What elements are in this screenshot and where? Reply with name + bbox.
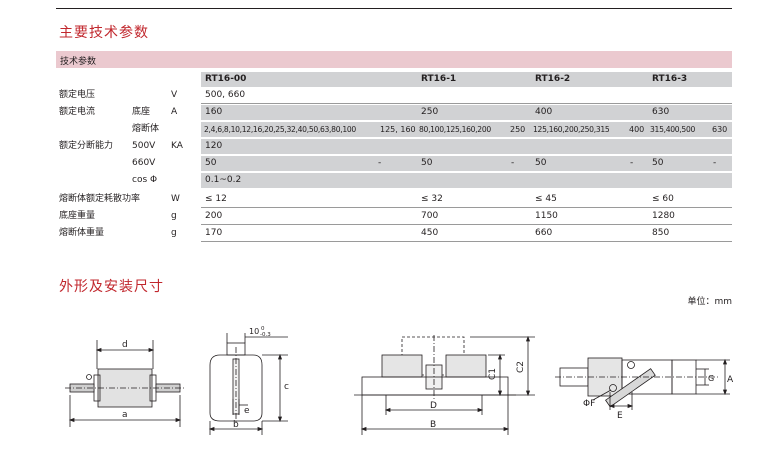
breaking-660v-rt16-1-dash: - [511, 158, 515, 168]
fuse-current-rt16-2-b: 400 [629, 125, 645, 134]
dim-label-B: B [430, 420, 436, 430]
dim-tol-down: -0.3 [260, 332, 271, 338]
header-rt16-1: RT16-1 [421, 74, 457, 84]
cos-value: 0.1~0.2 [205, 175, 242, 185]
fuse-current-rt16-00-a: 2,4,6,8,10,12,16,20,25,32,40,50,63,80,10… [204, 125, 356, 134]
fuse-weight-rt16-2: 660 [535, 228, 553, 238]
power-rt16-2: ≤ 45 [535, 194, 557, 204]
base-current-rt16-00: 160 [205, 107, 223, 117]
sub-label-660v: 660V [132, 158, 156, 168]
base-current-rt16-3: 630 [652, 107, 670, 117]
dim-label-phiF: ΦF [583, 399, 595, 409]
row-label-voltage: 额定电压 [59, 90, 96, 100]
breaking-660v-rt16-3-dash: - [713, 158, 717, 168]
unit-current: A [171, 107, 178, 117]
dim-label-G: G [708, 374, 714, 383]
drawing-fuse-side: d a [65, 340, 185, 427]
breaking-660v-rt16-1: 50 [421, 158, 433, 168]
param-band: 技术参数 [56, 51, 732, 68]
unit-note: 单位：mm [687, 297, 732, 307]
fuse-current-rt16-2-a: 125,160,200,250,315 [533, 125, 610, 134]
breaking-660v-rt16-00-dash: - [378, 158, 382, 168]
header-bg [201, 72, 732, 87]
breaking-500v-value: 120 [205, 141, 223, 151]
top-rule [56, 8, 732, 9]
fuse-current-rt16-1-b: 250 [510, 125, 526, 134]
dim-label-C1: C1 [488, 368, 498, 380]
power-rt16-3: ≤ 60 [652, 194, 674, 204]
row-label-base-weight: 底座重量 [59, 211, 96, 221]
breaking-660v-rt16-00: 50 [205, 158, 217, 168]
unit-power: W [171, 194, 180, 204]
unit-breaking: KA [171, 141, 183, 151]
header-rt16-3: RT16-3 [652, 74, 688, 84]
sub-label-fuse: 熔断体 [132, 124, 160, 134]
sub-label-cos: cos Φ [132, 175, 158, 185]
row-label-fuse-weight: 熔断体重量 [59, 228, 105, 238]
row-label-current: 额定电流 [59, 107, 96, 117]
param-band-label: 技术参数 [60, 57, 97, 67]
fuse-weight-rt16-1: 450 [421, 228, 439, 238]
dim-label-A: A [727, 375, 734, 385]
dim-tol-up: 0 [261, 326, 265, 332]
section-title-dims: 外形及安装尺寸 [59, 279, 164, 295]
breaking-660v-rt16-2: 50 [535, 158, 547, 168]
base-weight-rt16-2: 1150 [535, 211, 558, 221]
breaking-660v-rt16-2-dash: - [630, 158, 634, 168]
header-rt16-2: RT16-2 [535, 74, 571, 84]
header-rt16-00: RT16-00 [205, 74, 247, 84]
row-label-power: 熔断体额定耗散功率 [59, 194, 141, 204]
fuse-current-rt16-00-b: 125, 160 [380, 125, 416, 134]
dim-label-C2: C2 [516, 361, 526, 373]
value-voltage: 500, 660 [205, 90, 246, 100]
section-title-params: 主要技术参数 [59, 25, 149, 41]
dim-label-c: c [284, 382, 289, 392]
base-weight-rt16-1: 700 [421, 211, 439, 221]
dim-label-D: D [430, 401, 437, 411]
sub-label-500v: 500V [132, 141, 156, 151]
dim-label-E: E [617, 411, 623, 420]
base-current-rt16-2: 400 [535, 107, 553, 117]
fuse-weight-rt16-00: 170 [205, 228, 223, 238]
drawing-base-top: A G E ΦF [555, 357, 734, 420]
dim-label-b: b [233, 420, 239, 430]
power-rt16-00: ≤ 12 [205, 194, 227, 204]
unit-base-weight: g [171, 211, 177, 221]
base-weight-rt16-3: 1280 [652, 211, 675, 221]
row-label-breaking: 额定分断能力 [59, 141, 114, 151]
drawing-fuse-end: 10 0 -0.3 c e b [208, 326, 289, 435]
base-current-rt16-1: 250 [421, 107, 439, 117]
fuse-current-rt16-3-b: 630 [712, 125, 728, 134]
dim-label-10: 10 [249, 327, 259, 336]
dim-label-a: a [122, 410, 128, 420]
dim-label-e: e [244, 406, 250, 416]
base-weight-rt16-00: 200 [205, 211, 223, 221]
fuse-current-rt16-3-a: 315,400,500 [650, 125, 696, 134]
fuse-current-rt16-1-a: 80,100,125,160,200 [419, 125, 491, 134]
breaking-660v-rt16-3: 50 [652, 158, 664, 168]
power-rt16-1: ≤ 32 [421, 194, 443, 204]
unit-fuse-weight: g [171, 228, 177, 238]
drawing-base-front: C1 C2 D B [354, 335, 535, 435]
unit-voltage: V [171, 90, 178, 100]
dim-label-d: d [122, 340, 128, 350]
fuse-weight-rt16-3: 850 [652, 228, 670, 238]
sub-label-base: 底座 [132, 107, 151, 117]
